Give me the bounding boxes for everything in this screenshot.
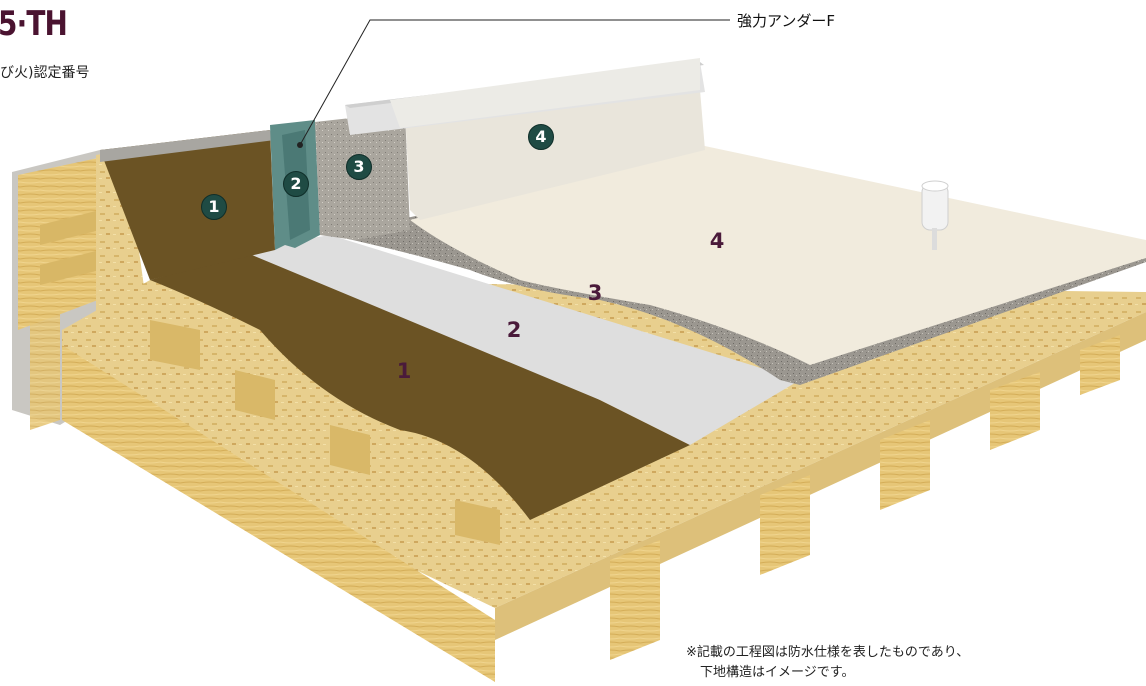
- layer-1-underlayment: [150, 245, 690, 520]
- wall-badge-1: 1: [201, 194, 227, 220]
- joists: [150, 320, 1120, 660]
- callout-leader: [299, 19, 730, 146]
- certification-label: び火)認定番号: [0, 65, 90, 81]
- wall-badge-4: 4: [528, 124, 554, 150]
- disclaimer-note: ※記載の工程図は防水仕様を表したものであり、 下地構造はイメージです。: [686, 643, 969, 683]
- disclaimer-line-2: 下地構造はイメージです。: [700, 665, 855, 680]
- parapet: [100, 58, 705, 280]
- layer-2-sheet: [240, 235, 800, 445]
- product-title: 5·TH: [0, 4, 68, 44]
- left-wall-frame: [12, 150, 150, 430]
- layer-4-topcoat: [410, 145, 1146, 365]
- wall-badge-2: 2: [283, 171, 309, 197]
- layer-label-3: 3: [587, 281, 603, 305]
- wall-badge-3: 3: [346, 154, 372, 180]
- disclaimer-line-1: ※記載の工程図は防水仕様を表したものであり、: [686, 645, 970, 660]
- layer-label-1: 1: [396, 359, 412, 383]
- layer-label-2: 2: [506, 318, 522, 342]
- callout-label: 強力アンダーF: [737, 12, 836, 30]
- layer-label-4: 4: [709, 229, 725, 253]
- roof-drain: [921, 180, 949, 250]
